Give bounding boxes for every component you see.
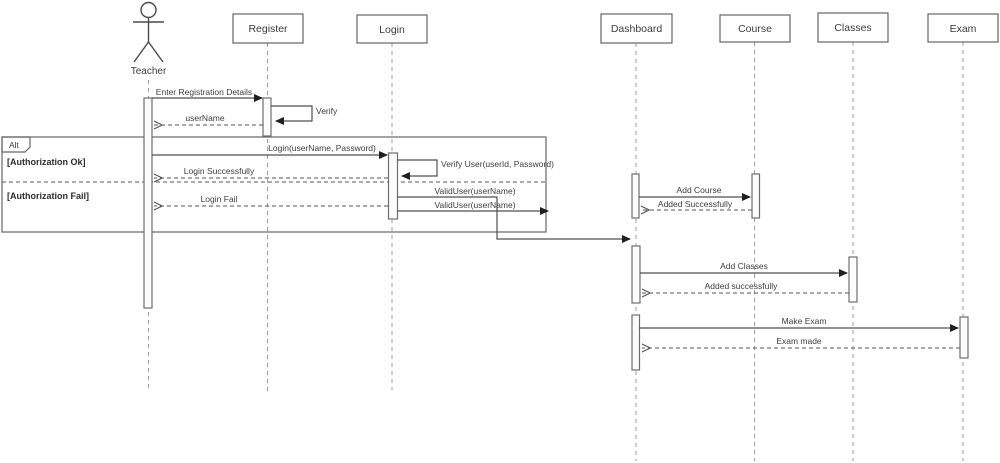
message-label: Add Classes [720, 261, 768, 271]
message-label: Added successfully [705, 281, 779, 291]
message-label: Exam made [776, 336, 822, 346]
message-label: Login Fail [201, 194, 238, 204]
message-line [397, 159, 438, 180]
message-validuser-to-dashboard: ValidUser(userName) [397, 186, 631, 243]
participant-box [232, 13, 304, 44]
activation-bars [143, 97, 969, 371]
message-line [271, 105, 313, 125]
message-verify-self: Verify [271, 105, 338, 125]
message-label: ValidUser(userName) [434, 186, 515, 196]
participant-box [817, 12, 889, 43]
alt-operator-pentagon [1, 136, 31, 153]
message-label: Enter Registration Details [156, 87, 252, 97]
messages: Enter Registration Details Verify userNa… [152, 87, 960, 348]
activation-course [751, 173, 761, 219]
actor-label: Teacher [131, 66, 167, 77]
activation-dashboard-1 [631, 173, 640, 219]
message-make-exam: Make Exam [639, 316, 959, 332]
message-add-course: Add Course [639, 185, 751, 201]
activation-dashboard-3 [631, 314, 641, 371]
stick-figure-icon [133, 1, 164, 63]
participant-label: Dashboard [611, 23, 663, 35]
message-label: ValidUser(userName) [434, 200, 515, 210]
activation-dashboard-2 [631, 245, 641, 304]
message-line [397, 196, 631, 243]
message-label: userName [185, 113, 224, 123]
participant-classes: Classes [817, 12, 889, 43]
message-added-successfully-return: Added Successfully [641, 199, 752, 210]
actor-head [140, 1, 157, 19]
message-label: Added Successfully [658, 199, 733, 209]
participant-course: Course [719, 14, 791, 43]
activation-exam [959, 316, 969, 359]
message-added-successfully-2-return: Added successfully [642, 281, 849, 293]
message-label: Verify [316, 106, 338, 116]
message-label: Make Exam [782, 316, 827, 326]
alt-fragment: Alt [Authorization Ok] [Authorization Fa… [1, 136, 547, 233]
activation-teacher [143, 97, 153, 309]
alt-frame-border [1, 136, 547, 233]
message-username-return: userName [154, 113, 263, 125]
participant-label: Register [248, 23, 288, 35]
participant-box [600, 13, 673, 44]
guard-authorization-fail: [Authorization Fail] [7, 191, 89, 201]
message-label: Login(userName, Password) [268, 143, 376, 153]
participant-exam: Exam [927, 13, 999, 43]
message-label: Verify User(userId, Password) [441, 159, 554, 169]
message-login-fail-return: Login Fail [154, 194, 388, 206]
participant-box [356, 14, 428, 44]
participant-register: Register [232, 13, 304, 44]
actor-leg-right [147, 41, 164, 63]
participant-label: Exam [950, 23, 977, 35]
participant-label: Course [738, 23, 772, 35]
alt-operator-label: Alt [9, 140, 20, 150]
participant-box [719, 14, 791, 43]
message-enter-registration-details: Enter Registration Details [152, 87, 263, 102]
message-add-classes: Add Classes [640, 261, 848, 277]
message-label: Add Course [677, 185, 722, 195]
activation-classes [848, 256, 858, 303]
message-login-successfully-return: Login Successfully [154, 166, 388, 178]
actor-teacher: Teacher [131, 1, 167, 77]
message-verify-user-self: Verify User(userId, Password) [397, 159, 554, 180]
guard-authorization-ok: [Authorization Ok] [7, 157, 86, 167]
participant-dashboard: Dashboard [600, 13, 673, 44]
message-login: Login(userName, Password) [152, 143, 388, 159]
participants: Register Login Dashboard Course Classes … [232, 12, 999, 44]
activation-login [387, 152, 399, 220]
message-exam-made-return: Exam made [642, 336, 960, 348]
participant-label: Login [379, 24, 405, 36]
message-label: Login Successfully [184, 166, 255, 176]
participant-login: Login [356, 14, 428, 44]
participant-label: Classes [834, 22, 871, 34]
actor-leg-left [133, 41, 150, 63]
activation-register [262, 97, 272, 137]
message-validuser-gate: ValidUser(userName) [397, 200, 549, 215]
participant-box [927, 13, 999, 43]
